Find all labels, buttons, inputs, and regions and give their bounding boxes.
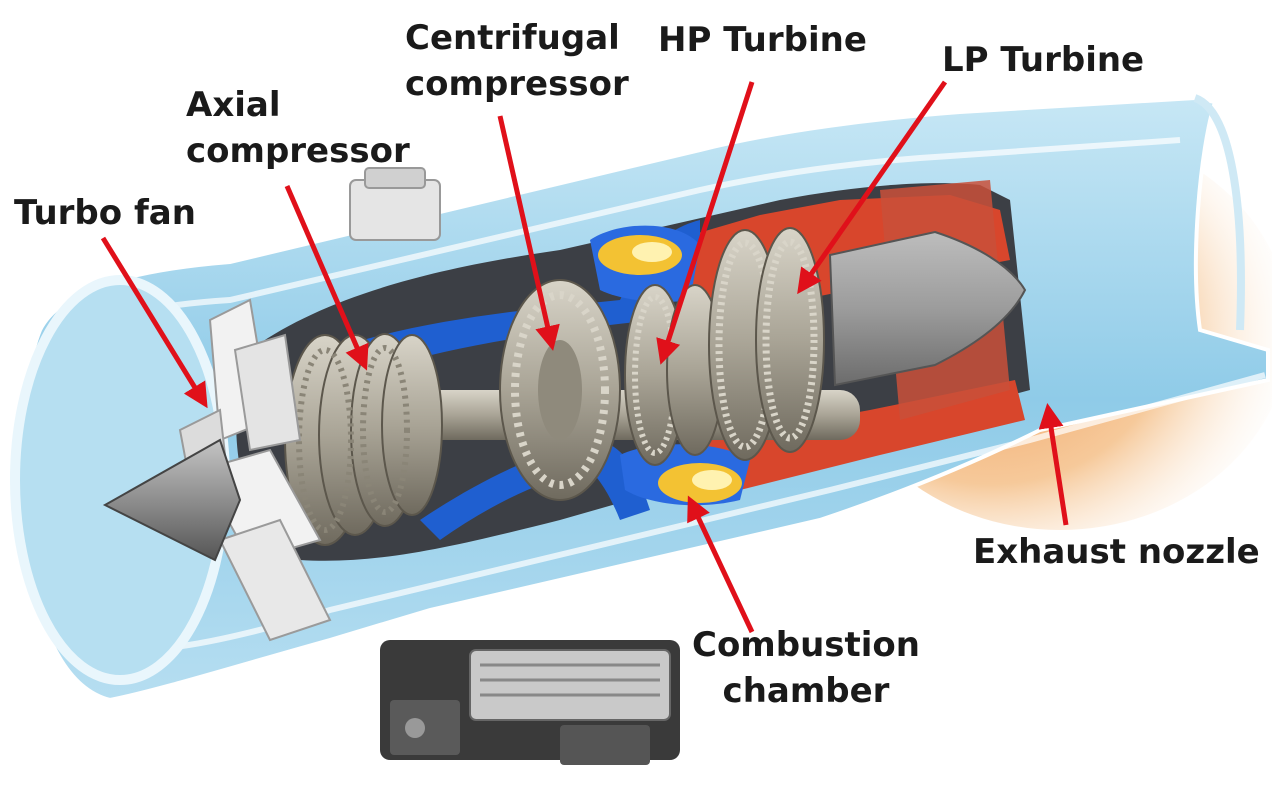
label-turbo-fan: Turbo fan (14, 190, 196, 236)
arrow-exhaust-nozzle (1038, 403, 1069, 526)
arrow-hp-turbine (656, 81, 755, 365)
label-combustion-chamber-line2: chamber (722, 671, 890, 711)
lp-turbine-discs (708, 227, 825, 461)
label-axial-compressor-line1: Axial (186, 85, 281, 125)
hp-turbine-discs (624, 284, 724, 466)
arrow-turbo-fan (100, 236, 208, 409)
label-axial-compressor-line2: compressor (186, 131, 410, 171)
accessory-gearbox (380, 640, 680, 765)
label-lp-turbine: LP Turbine (942, 37, 1144, 83)
label-hp-turbine: HP Turbine (658, 17, 867, 63)
arrow-combustion-chamber (687, 495, 755, 634)
axial-compressor-stages (284, 333, 443, 546)
label-exhaust-nozzle-text: Exhaust nozzle (973, 532, 1260, 572)
exhaust-cone (828, 230, 1027, 387)
arrow-centrifugal-compressor (497, 115, 560, 351)
label-exhaust-nozzle: Exhaust nozzle (973, 529, 1260, 575)
label-centrifugal-compressor: Centrifugal compressor (405, 15, 629, 107)
turbo-fan (102, 298, 332, 642)
combustion-flames (598, 235, 742, 503)
label-axial-compressor: Axial compressor (186, 82, 410, 174)
callout-arrows (100, 80, 1069, 634)
label-centrifugal-compressor-line1: Centrifugal (405, 18, 620, 58)
label-turbo-fan-text: Turbo fan (14, 193, 196, 233)
centrifugal-impeller (499, 279, 621, 501)
label-combustion-chamber-line1: Combustion (692, 625, 920, 665)
label-centrifugal-compressor-line2: compressor (405, 64, 629, 104)
label-combustion-chamber: Combustion chamber (692, 622, 920, 714)
label-hp-turbine-text: HP Turbine (658, 20, 867, 60)
arrow-axial-compressor (284, 185, 369, 371)
label-lp-turbine-text: LP Turbine (942, 40, 1145, 80)
arrow-lp-turbine (797, 80, 948, 295)
